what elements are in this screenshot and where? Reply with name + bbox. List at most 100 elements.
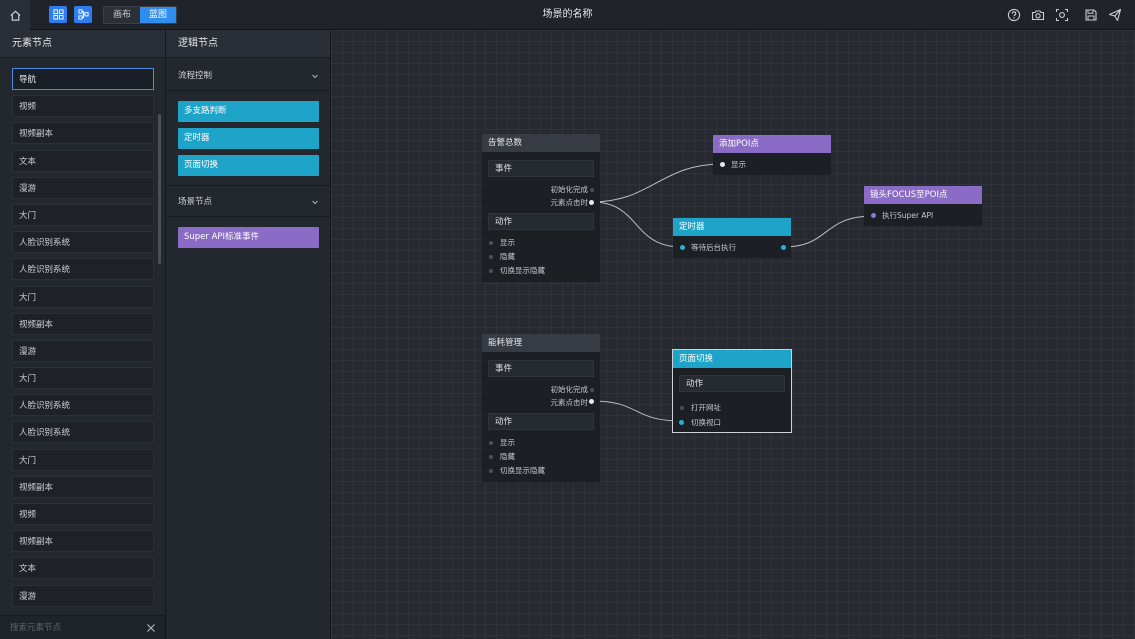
input-port[interactable] — [679, 420, 684, 425]
port-label: 执行Super API — [882, 211, 934, 220]
port-label: 打开网址 — [691, 403, 721, 412]
send-icon — [1108, 8, 1122, 22]
logic-nodes-panel: 逻辑节点 流程控制 多支路判断 定时器 页面切换 场景节点 Super API标… — [166, 30, 331, 639]
blueprint-view-button[interactable] — [74, 6, 92, 23]
element-search-input[interactable] — [10, 620, 140, 636]
port-label: 元素点击时 — [550, 198, 589, 207]
divider — [166, 185, 331, 186]
home-icon — [9, 10, 21, 21]
element-item[interactable]: 人脸识别系统 — [12, 258, 154, 281]
input-port[interactable] — [489, 255, 493, 259]
output-port[interactable] — [590, 188, 594, 192]
save-icon — [1085, 9, 1097, 21]
port-label: 显示 — [731, 160, 746, 169]
blueprint-canvas[interactable]: 告警总数 事件 初始化完成 元素点击时 动作 显示 隐藏 切换显示隐藏 添加PO… — [331, 30, 1135, 639]
camera-button[interactable] — [1030, 7, 1046, 23]
output-port[interactable] — [589, 399, 594, 404]
connection-wires — [591, 163, 875, 422]
node-title: 镜头FOCUS至POI点 — [864, 186, 982, 204]
node-title: 页面切换 — [673, 350, 791, 368]
element-item[interactable]: 人脸识别系统 — [12, 394, 154, 417]
element-item[interactable]: 大门 — [12, 285, 154, 308]
output-port[interactable] — [781, 245, 786, 250]
node-page-switch[interactable]: 页面切换 动作 打开网址 切换视口 — [672, 349, 792, 433]
port-label: 等待后台执行 — [691, 243, 736, 252]
node-alarm-total[interactable]: 告警总数 事件 初始化完成 元素点击时 动作 显示 隐藏 切换显示隐藏 — [482, 134, 600, 282]
input-port[interactable] — [720, 162, 725, 167]
element-item[interactable]: 漫游 — [12, 339, 154, 362]
node-add-poi[interactable]: 添加POI点 显示 — [713, 135, 831, 175]
element-item[interactable]: 大门 — [12, 448, 154, 471]
element-item[interactable]: 视频副本 — [12, 122, 154, 145]
element-list: 导航 视频 视频副本 文本 漫游 大门 人脸识别系统 人脸识别系统 大门 视频副… — [12, 68, 154, 612]
group-scene-nodes[interactable]: 场景节点 — [178, 194, 320, 210]
element-item[interactable]: 视频副本 — [12, 530, 154, 553]
flow-icon — [77, 9, 89, 20]
input-port[interactable] — [489, 455, 493, 459]
action-section: 动作 — [679, 375, 785, 392]
wire-timer-to-focus — [782, 215, 875, 248]
element-nodes-title: 元素节点 — [0, 30, 165, 58]
clear-search-button[interactable] — [144, 621, 158, 635]
logic-node-super-api-event[interactable]: Super API标准事件 — [178, 227, 319, 248]
help-button[interactable] — [1006, 7, 1022, 23]
port-label: 初始化完成 — [550, 185, 589, 194]
home-button[interactable] — [0, 0, 30, 30]
element-item[interactable]: 导航 — [12, 68, 154, 90]
input-port[interactable] — [871, 213, 876, 218]
element-item[interactable]: 视频副本 — [12, 475, 154, 498]
node-title: 添加POI点 — [713, 135, 831, 153]
element-item[interactable]: 漫游 — [12, 176, 154, 199]
element-item[interactable]: 漫游 — [12, 584, 154, 607]
port-label: 切换显示隐藏 — [500, 466, 545, 475]
logic-node-multi-branch[interactable]: 多支路判断 — [178, 101, 319, 122]
logic-node-timer[interactable]: 定时器 — [178, 128, 319, 149]
logic-node-page-switch[interactable]: 页面切换 — [178, 155, 319, 176]
element-item[interactable]: 大门 — [12, 203, 154, 226]
group-label: 场景节点 — [178, 197, 213, 207]
camera-icon — [1031, 10, 1045, 21]
wire-energy-to-page-switch — [591, 400, 683, 422]
node-title: 告警总数 — [482, 134, 600, 152]
element-item[interactable]: 视频副本 — [12, 312, 154, 335]
element-item[interactable]: 人脸识别系统 — [12, 231, 154, 254]
element-item[interactable]: 文本 — [12, 557, 154, 580]
close-icon — [147, 624, 155, 632]
node-timer[interactable]: 定时器 等待后台执行 — [673, 218, 791, 258]
element-search — [0, 615, 165, 639]
output-port[interactable] — [590, 388, 594, 392]
action-section: 动作 — [488, 413, 594, 430]
input-port[interactable] — [489, 241, 493, 245]
element-list-scrollbar[interactable] — [158, 114, 161, 264]
tab-blueprint[interactable]: 蓝图 — [140, 7, 176, 23]
output-port[interactable] — [589, 200, 594, 205]
port-label: 切换显示隐藏 — [500, 266, 545, 275]
element-item[interactable]: 文本 — [12, 149, 154, 172]
element-item[interactable]: 大门 — [12, 367, 154, 390]
grid-view-button[interactable] — [49, 6, 67, 23]
group-flow-control[interactable]: 流程控制 — [178, 68, 320, 84]
port-label: 显示 — [500, 238, 515, 247]
input-port[interactable] — [680, 245, 685, 250]
help-icon — [1007, 8, 1021, 22]
chevron-down-icon — [310, 68, 320, 84]
top-bar: 画布 蓝图 场景的名称 — [0, 0, 1135, 30]
input-port[interactable] — [680, 406, 684, 410]
action-section: 动作 — [488, 213, 594, 230]
element-item[interactable]: 视频 — [12, 95, 154, 118]
element-item[interactable]: 视频 — [12, 503, 154, 525]
input-port[interactable] — [489, 269, 493, 273]
input-port[interactable] — [489, 469, 493, 473]
node-energy-management[interactable]: 能耗管理 事件 初始化完成 元素点击时 动作 显示 隐藏 切换显示隐藏 — [482, 334, 600, 482]
port-label: 隐藏 — [500, 252, 515, 261]
tab-canvas[interactable]: 画布 — [104, 7, 140, 23]
grid-icon — [52, 9, 64, 20]
wire-alarm-to-add-poi — [591, 163, 723, 203]
screenshot-button[interactable] — [1054, 7, 1070, 23]
input-port[interactable] — [489, 441, 493, 445]
publish-button[interactable] — [1107, 7, 1123, 23]
node-camera-focus-poi[interactable]: 镜头FOCUS至POI点 执行Super API — [864, 186, 982, 226]
element-item[interactable]: 人脸识别系统 — [12, 421, 154, 444]
save-button[interactable] — [1083, 7, 1099, 23]
view-mode-toggle: 画布 蓝图 — [103, 6, 177, 24]
